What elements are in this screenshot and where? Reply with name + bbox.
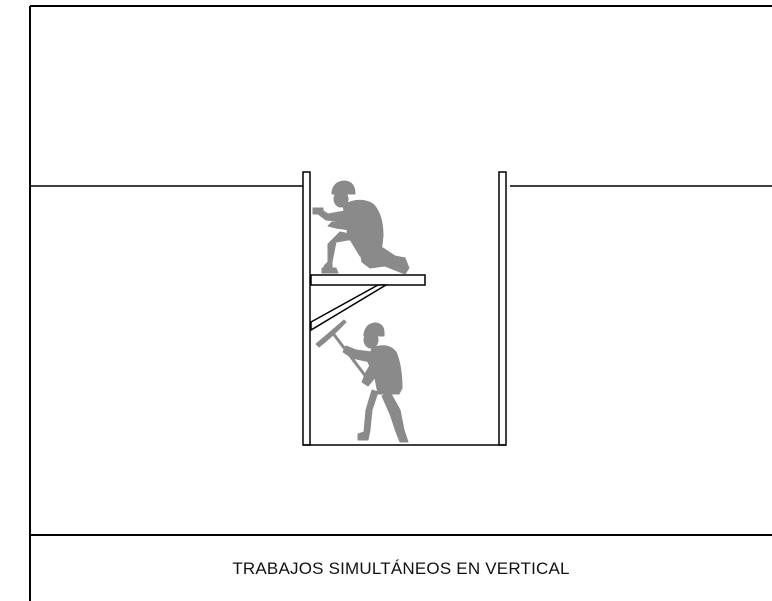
work-platform <box>310 274 426 286</box>
trench-wall-left <box>302 171 311 446</box>
drawing-frame <box>29 5 772 601</box>
platform-brace <box>310 284 389 332</box>
diagram-caption: TRABAJOS SIMULTÁNEOS EN VERTICAL <box>232 559 570 578</box>
trench-wall-right <box>498 171 507 446</box>
kneeling-worker-drilling-icon <box>312 180 410 275</box>
worker-with-pickaxe-icon <box>315 319 409 443</box>
